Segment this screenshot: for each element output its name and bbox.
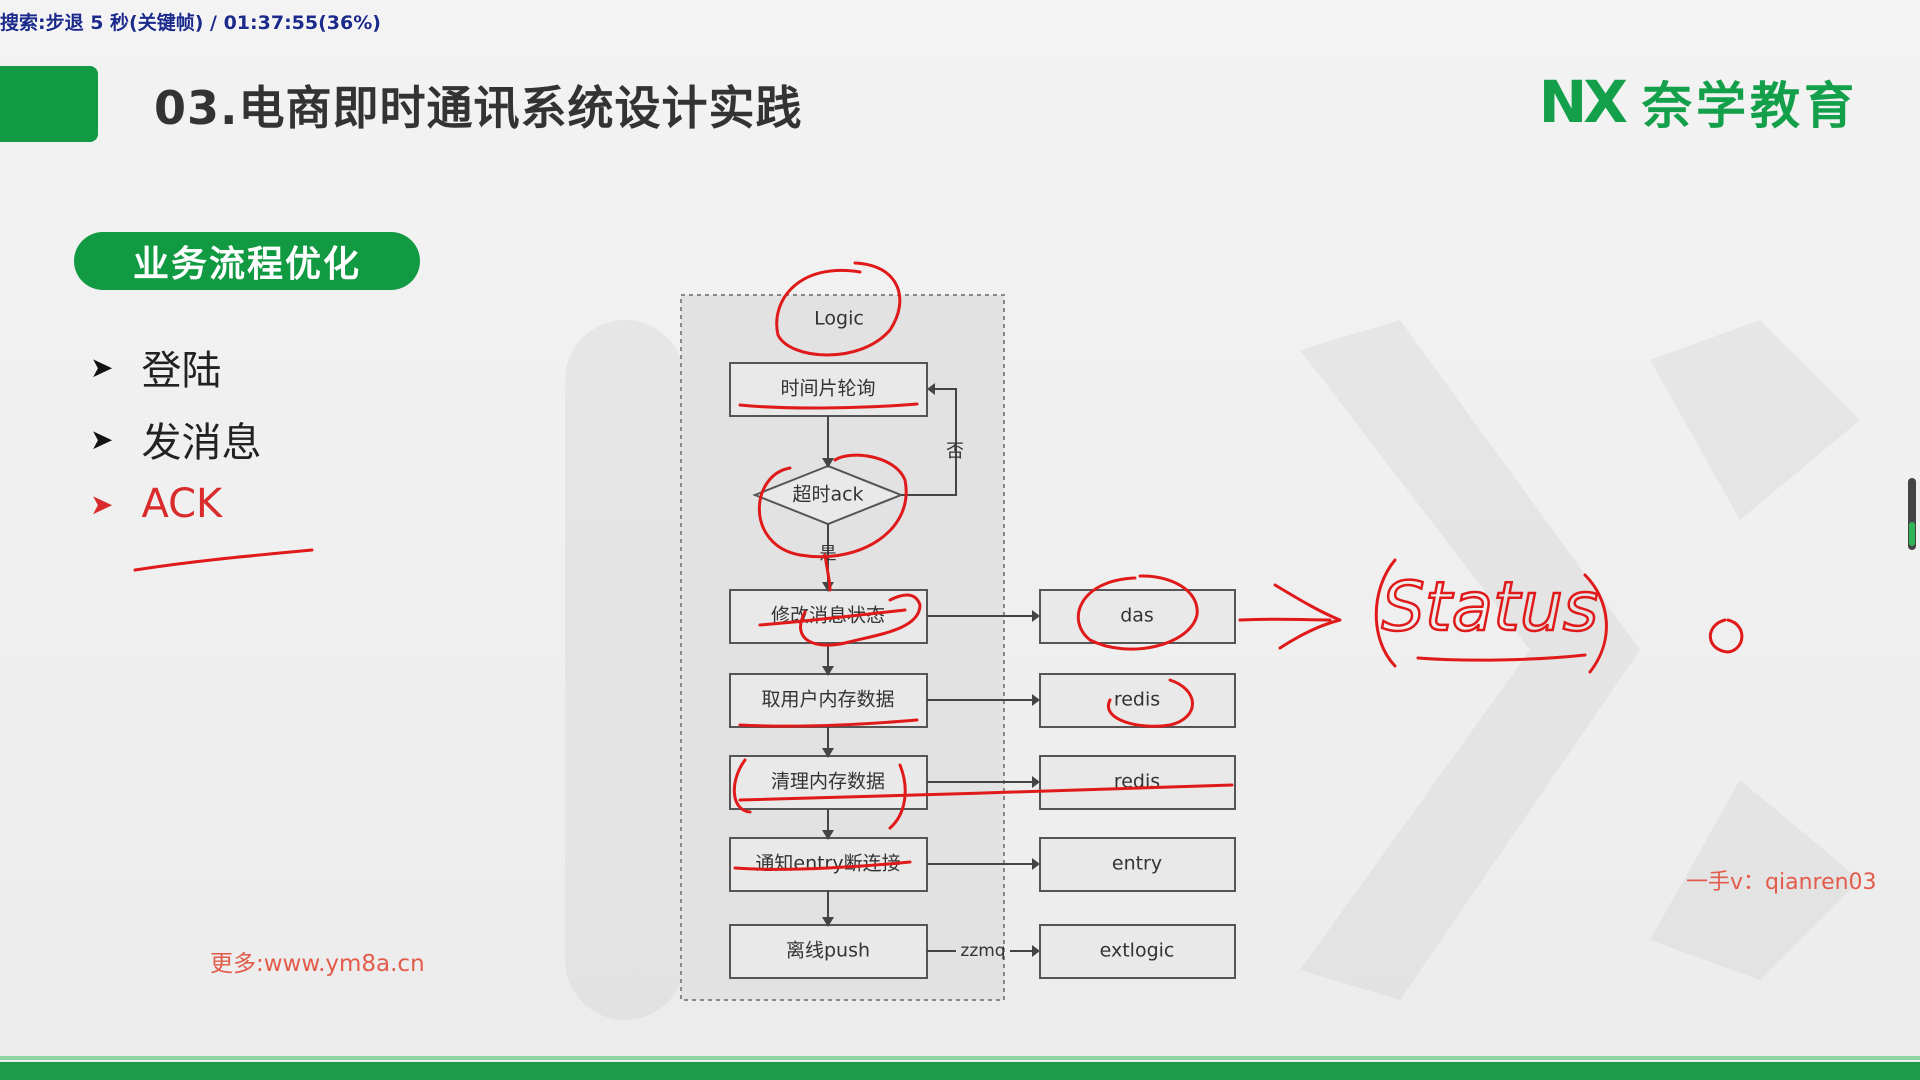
red-annotations [133, 261, 1744, 871]
bullet-arrow-icon: ➤ [90, 487, 114, 521]
watermark-left: 更多:www.ym8a.cn [210, 951, 425, 977]
bullet-arrow-icon: ➤ [90, 422, 114, 456]
flow-edge-label: zzmq [960, 941, 1005, 961]
bottom-accent-line [0, 1056, 1920, 1060]
bottom-accent-bar [0, 1062, 1920, 1080]
flow-connectors [827, 388, 1032, 952]
flow-target-label: das [1120, 605, 1154, 627]
flow-step-label: 时间片轮询 [780, 378, 875, 400]
watermark-right: 一手v：qianren03 [1686, 870, 1877, 895]
bullet-item-ack: ➤ ACK [90, 481, 222, 527]
bullet-item-login: ➤ 登陆 [90, 338, 221, 396]
flow-step-box [729, 924, 928, 979]
flow-step-label: 取用户内存数据 [761, 689, 894, 711]
flow-target-box [1039, 755, 1236, 810]
logo-text: 奈学教育 [1642, 77, 1858, 135]
bullet-item-send: ➤ 发消息 [90, 410, 261, 468]
flow-step-label: 离线push [786, 940, 870, 962]
brand-logo: NX 奈学教育 [1539, 68, 1858, 136]
video-search-overlay: 搜索:步退 5 秒(关键帧) / 01:37:55(36%) [0, 12, 381, 34]
annotation-zero: 0 [1725, 639, 1726, 641]
bullet-label: ACK [141, 481, 223, 527]
flow-target-box [1039, 837, 1236, 892]
bullet-arrow-icon: ➤ [90, 350, 114, 384]
flow-decision-label: 超时ack [792, 484, 863, 506]
annotation-status-text: Status [1382, 568, 1599, 647]
flow-target-label: entry [1112, 853, 1162, 875]
bullet-label: 发消息 [141, 420, 262, 466]
logo-mark: NX [1538, 68, 1628, 136]
flow-target-box [1039, 589, 1236, 644]
flow-start-label: Logic [814, 308, 864, 330]
flow-target-box [1039, 924, 1236, 979]
flow-arrowheads [822, 383, 1040, 957]
flow-target-box [1039, 673, 1236, 728]
scrollbar-thumb[interactable] [1908, 478, 1916, 550]
flow-branch-yes: 是 [820, 544, 837, 564]
section-pill: 业务流程优化 [74, 232, 420, 290]
slide-title: 03.电商即时通讯系统设计实践 [154, 81, 803, 135]
flow-target-label: redis [1114, 689, 1160, 711]
flow-step-label: 清理内存数据 [771, 771, 885, 793]
flow-branch-no: 否 [946, 441, 964, 462]
flow-target-label: extlogic [1100, 940, 1175, 962]
bullet-label: 登陆 [141, 348, 222, 394]
title-accent-bar [0, 66, 98, 142]
background-watermark [565, 320, 1860, 1020]
